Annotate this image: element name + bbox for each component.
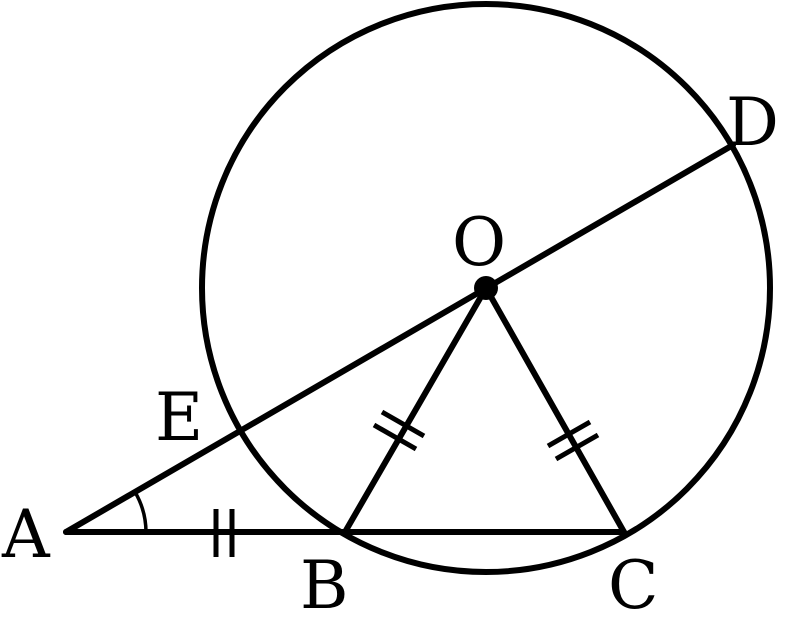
label-a: A bbox=[1, 496, 51, 573]
angle-mark-a bbox=[133, 491, 148, 533]
circle-o bbox=[199, 1, 773, 575]
label-d: D bbox=[726, 84, 779, 161]
line-ad bbox=[63, 142, 736, 535]
tick-mark-ob bbox=[372, 409, 426, 452]
segment-oc bbox=[483, 285, 627, 535]
center-point-o bbox=[474, 276, 498, 300]
tick-mark-oc bbox=[546, 419, 600, 462]
label-b: B bbox=[300, 547, 349, 624]
label-c: C bbox=[608, 547, 659, 624]
label-o: O bbox=[452, 204, 506, 281]
label-e: E bbox=[155, 379, 203, 456]
segment-ob bbox=[342, 285, 489, 535]
tick-mark-ab bbox=[213, 509, 235, 557]
